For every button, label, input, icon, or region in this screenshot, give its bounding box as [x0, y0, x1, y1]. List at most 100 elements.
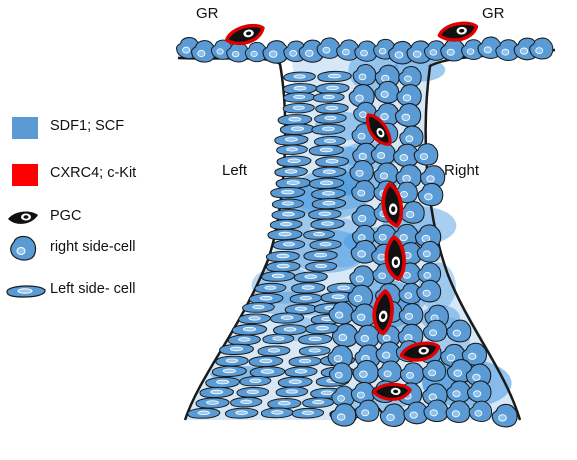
left-side-cell — [291, 282, 326, 294]
left-side-cell — [270, 312, 305, 324]
gr-left-label: GR — [196, 5, 219, 22]
right-side-cell — [352, 360, 379, 384]
left-side-cell — [249, 366, 286, 378]
left-side-cell — [275, 177, 311, 189]
right-side-cell — [461, 342, 487, 366]
left-side-cell — [274, 134, 309, 146]
legend-label-sdf1: SDF1; SCF — [50, 118, 125, 134]
left-side-cell — [273, 324, 307, 336]
pgc-cell — [437, 21, 479, 42]
left-side-cell — [293, 271, 328, 283]
left-side-cell — [230, 396, 263, 408]
left-side-cell — [267, 398, 302, 410]
right-side-cell — [423, 399, 449, 423]
legend-item-right-cell: right side-cell — [0, 234, 200, 264]
cell-layer — [176, 36, 554, 428]
left-side-cell — [284, 366, 318, 378]
flat-cell-icon — [6, 285, 46, 298]
pgc-cell — [365, 113, 392, 146]
left-side-cell — [305, 261, 338, 272]
right-label: Right — [444, 162, 480, 179]
right-side-cell — [330, 403, 357, 427]
left-side-cell — [288, 356, 322, 367]
pgc-layer — [224, 21, 479, 401]
legend-label-cxrc4: CXRC4; c-Kit — [50, 165, 137, 181]
left-side-cell — [242, 302, 275, 313]
left-side-cell — [291, 407, 325, 419]
right-side-cell — [191, 40, 216, 63]
left-side-cell — [212, 365, 247, 378]
left-side-cell — [238, 313, 271, 325]
pgc-cell — [372, 289, 394, 336]
right-side-cell — [491, 403, 518, 428]
gr-right-label: GR — [482, 5, 505, 22]
left-side-cell — [261, 270, 295, 282]
right-side-cell — [349, 265, 375, 289]
left-side-cell — [308, 144, 344, 157]
left-side-cell — [311, 198, 347, 210]
legend-label-pgc: PGC — [50, 208, 82, 224]
right-side-cell — [416, 279, 442, 303]
left-side-cell — [302, 397, 335, 408]
right-side-cell — [466, 380, 492, 403]
left-side-cell — [219, 343, 254, 356]
right-side-cell — [244, 42, 267, 63]
pgc-cell — [399, 341, 441, 362]
left-side-cell — [279, 123, 315, 135]
left-side-cell — [298, 333, 333, 345]
right-side-cell — [397, 323, 424, 348]
right-side-cell — [351, 204, 378, 228]
left-side-cell — [314, 113, 347, 124]
right-side-cell — [336, 39, 360, 61]
right-side-cell — [417, 182, 444, 207]
right-side-cell — [352, 64, 377, 86]
right-side-cell — [298, 39, 325, 63]
left-side-cell — [271, 209, 306, 221]
left-side-cell — [254, 282, 287, 294]
left-side-cell — [315, 102, 349, 114]
left-side-cell — [187, 407, 221, 419]
left-side-cell — [269, 219, 303, 230]
round-cell-icon — [10, 235, 37, 261]
right-side-cell — [370, 142, 396, 165]
right-side-cell — [355, 399, 380, 422]
right-side-cell — [347, 284, 373, 308]
blue-square-icon — [12, 117, 38, 139]
right-side-cell — [465, 363, 492, 387]
left-side-cell — [315, 156, 349, 168]
left-side-cell — [314, 136, 346, 147]
right-side-cell — [422, 359, 447, 382]
right-side-cell — [403, 401, 429, 425]
left-side-cell — [311, 123, 346, 135]
right-side-cell — [423, 319, 448, 342]
left-side-cell — [199, 386, 234, 399]
legend-item-cxrc4: CXRC4; c-Kit — [0, 160, 200, 190]
right-side-cell — [495, 39, 520, 61]
right-side-cell — [388, 40, 415, 65]
right-side-cell — [399, 125, 424, 148]
left-side-cell — [312, 166, 347, 178]
left-side-cell — [225, 407, 259, 419]
right-side-cell — [379, 403, 406, 427]
right-side-cell — [375, 341, 402, 365]
left-side-cell — [260, 407, 294, 419]
pgc-cell — [372, 382, 412, 401]
right-side-cell — [416, 240, 441, 263]
right-side-cell — [262, 40, 289, 64]
left-side-cell — [274, 166, 308, 178]
left-side-cell — [310, 218, 345, 230]
left-side-cell — [262, 333, 295, 345]
legend-label-left-cell: Left side- cell — [50, 281, 136, 297]
right-side-cell — [399, 362, 425, 385]
left-side-cell — [205, 376, 240, 389]
right-side-cell — [468, 400, 493, 422]
right-side-cell — [351, 180, 376, 203]
right-side-cell — [316, 37, 341, 59]
left-side-cell — [303, 249, 338, 262]
legend-item-left-cell: Left side- cell — [0, 276, 200, 306]
left-label: Left — [222, 162, 248, 179]
left-side-cell — [309, 177, 345, 190]
left-side-cell — [275, 386, 309, 398]
right-side-cell — [445, 400, 471, 423]
